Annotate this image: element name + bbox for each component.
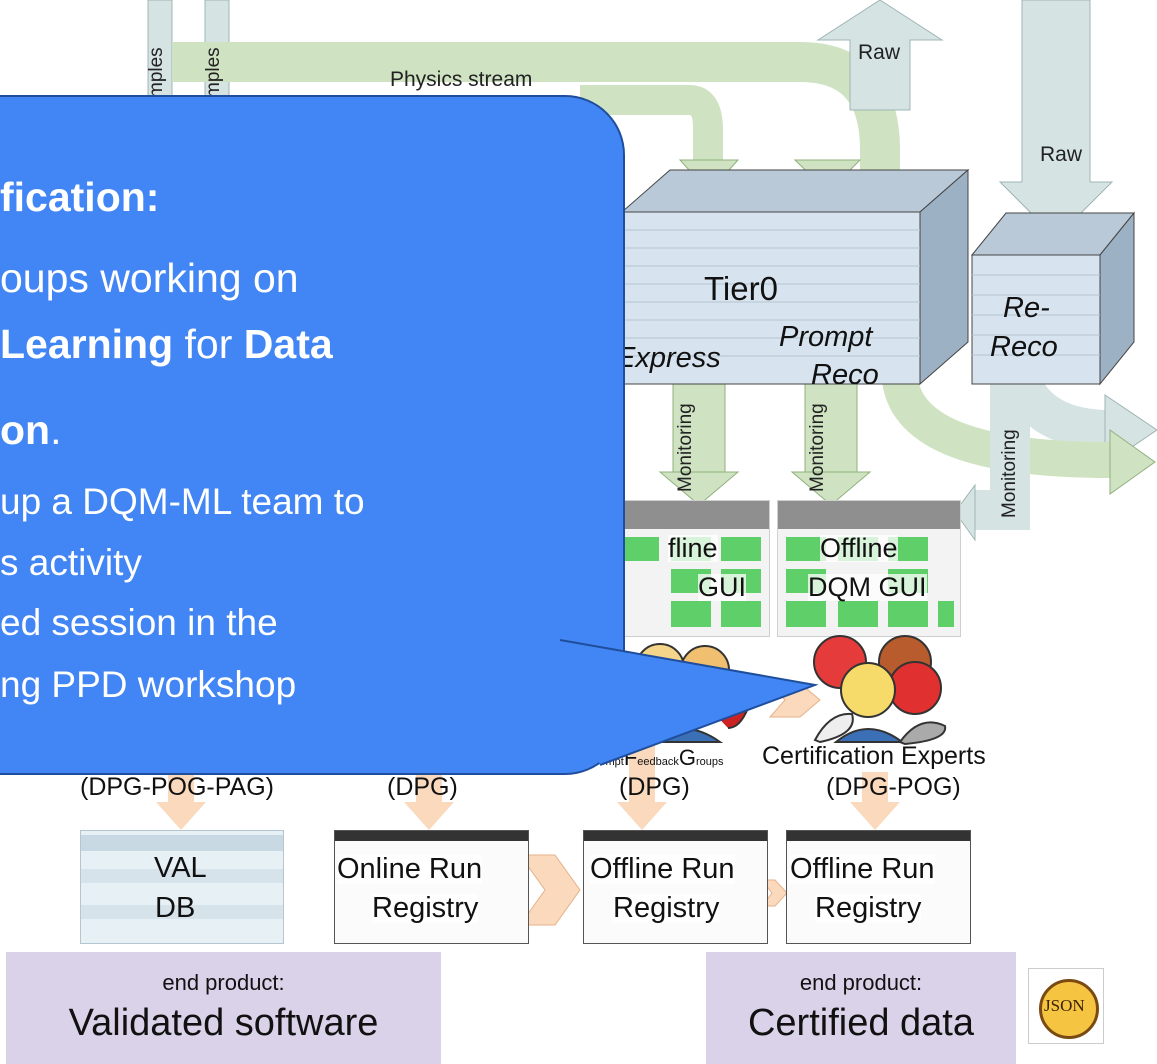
prompt-label: Prompt [779, 321, 873, 353]
physics-stream-label: Physics stream [390, 68, 533, 91]
dpg-down-arrowhead [404, 802, 454, 830]
rr-flow-arrow-2 [760, 879, 788, 907]
rereco-label-2: Reco [990, 331, 1058, 363]
pfg-down-arrowhead [617, 802, 667, 830]
online-rr-label-1: Online Run [337, 853, 483, 885]
callout-bubble [0, 95, 625, 775]
cert-experts-label: Certification Experts [762, 742, 986, 770]
callout-title: fication: [0, 174, 160, 220]
rereco-label-1: Re- [1003, 292, 1050, 324]
callout-bullet-2: ed session in the [0, 602, 278, 643]
rereco-monitoring-arrowhead [954, 483, 976, 542]
raw-label-right: Raw [1040, 143, 1083, 166]
prompt-output-band [882, 376, 1111, 478]
cert-down-arrowhead [850, 802, 900, 830]
prompt-output-arrowhead [1109, 429, 1156, 495]
offline-rr-2-label-2: Registry [815, 892, 922, 924]
monitoring-arrow-2 [804, 381, 858, 473]
end-product-certified-data: end product: Certified data [706, 952, 1016, 1064]
val-down-arrow [168, 772, 194, 802]
rr-flow-arrow-1 [519, 854, 581, 926]
online-run-registry-thumbnail [334, 830, 529, 944]
online-rr-label-2: Registry [372, 892, 479, 924]
offline-gui-thumbnail-2 [777, 500, 961, 637]
monitoring-arrowhead-1 [658, 471, 740, 506]
dpg-pog-pag-label: (DPG-POG-PAG) [80, 773, 274, 801]
val-db-label-2: DB [155, 892, 196, 924]
offline-run-registry-thumbnail-1 [583, 830, 768, 944]
raw-up-arrow [816, 0, 944, 111]
callout-bullet-1: up a DQM-ML team to [0, 481, 365, 522]
offline-run-registry-thumbnail-2 [786, 830, 971, 944]
val-db-label-1: VAL [154, 852, 207, 884]
end-product-value-2: Certified data [747, 1002, 974, 1044]
cert-experts-people-icon [813, 635, 947, 746]
raw-label-top: Raw [858, 41, 901, 64]
dpg-down-arrow [416, 772, 442, 802]
offline-rr-1-label-1: Offline Run [590, 853, 735, 885]
tier0-label: Tier0 [704, 270, 778, 307]
offline-gui-1-line2: GUI [698, 572, 747, 602]
express-label: Express [616, 342, 721, 374]
callout-line-3: Learning for Data [0, 321, 333, 367]
reco-label: Reco [811, 359, 879, 391]
callout-line-2: oups working on [0, 255, 299, 301]
end-product-validated-software: end product: Validated software [6, 952, 441, 1064]
cert-down-arrow [862, 772, 888, 802]
callout-bullet-2-cont: ng PPD workshop [0, 664, 297, 705]
offline-gui-1-line1: fline [668, 533, 718, 563]
samples-bar-1 [147, 0, 173, 111]
express-feed-band [580, 85, 723, 160]
dpg-pog-label: (DPG-POG) [826, 773, 961, 801]
callout-bullet-1-cont: s activity [0, 542, 142, 583]
offline-rr-2-label-1: Offline Run [790, 853, 935, 885]
offline-gui-2-line2: DQM GUI [808, 572, 927, 602]
json-logo: JSON [1028, 968, 1104, 1044]
gui-header-2 [778, 501, 960, 529]
dpg-label-2: (DPG) [619, 773, 690, 801]
end-product-value-1: Validated software [68, 1002, 379, 1044]
val-down-arrowhead [156, 802, 206, 830]
callout-line-4: on. [0, 407, 62, 453]
val-db-thumbnail [80, 830, 284, 944]
offline-gui-2-line1: Offline [820, 533, 898, 563]
end-product-label-1: end product: [162, 970, 285, 995]
raw-down-arrow [998, 0, 1114, 239]
end-product-label-2: end product: [799, 970, 923, 995]
offline-rr-1-label-2: Registry [613, 892, 720, 924]
rereco-monitoring-band [975, 382, 1030, 530]
gui-header-1 [611, 501, 769, 529]
dpg-label-1: (DPG) [387, 773, 458, 801]
monitoring-arrowhead-2 [790, 471, 872, 506]
